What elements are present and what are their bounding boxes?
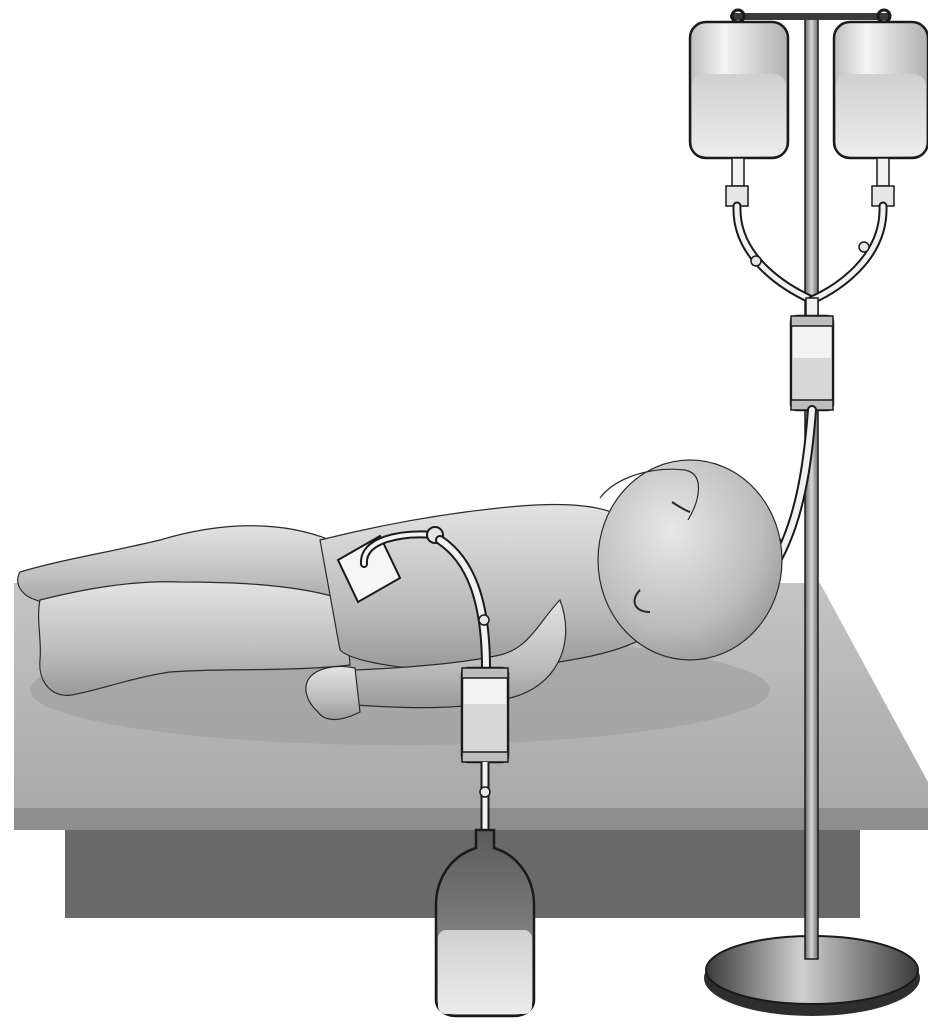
inflow-drip-chamber	[791, 316, 833, 410]
outflow-clamp	[479, 615, 489, 625]
dialysate-bag-right	[834, 22, 928, 206]
dialysate-bag-left	[690, 22, 788, 206]
infant-head	[598, 460, 782, 660]
drain-clamp	[480, 787, 490, 797]
bag-left-fluid	[692, 74, 786, 156]
bag-right-fluid	[836, 74, 926, 156]
table-front-edge	[14, 808, 928, 830]
drainage-bag-fluid	[438, 930, 532, 1014]
pole-crossbar	[730, 13, 890, 20]
clamp-right	[859, 242, 869, 252]
clamp-left	[751, 256, 761, 266]
